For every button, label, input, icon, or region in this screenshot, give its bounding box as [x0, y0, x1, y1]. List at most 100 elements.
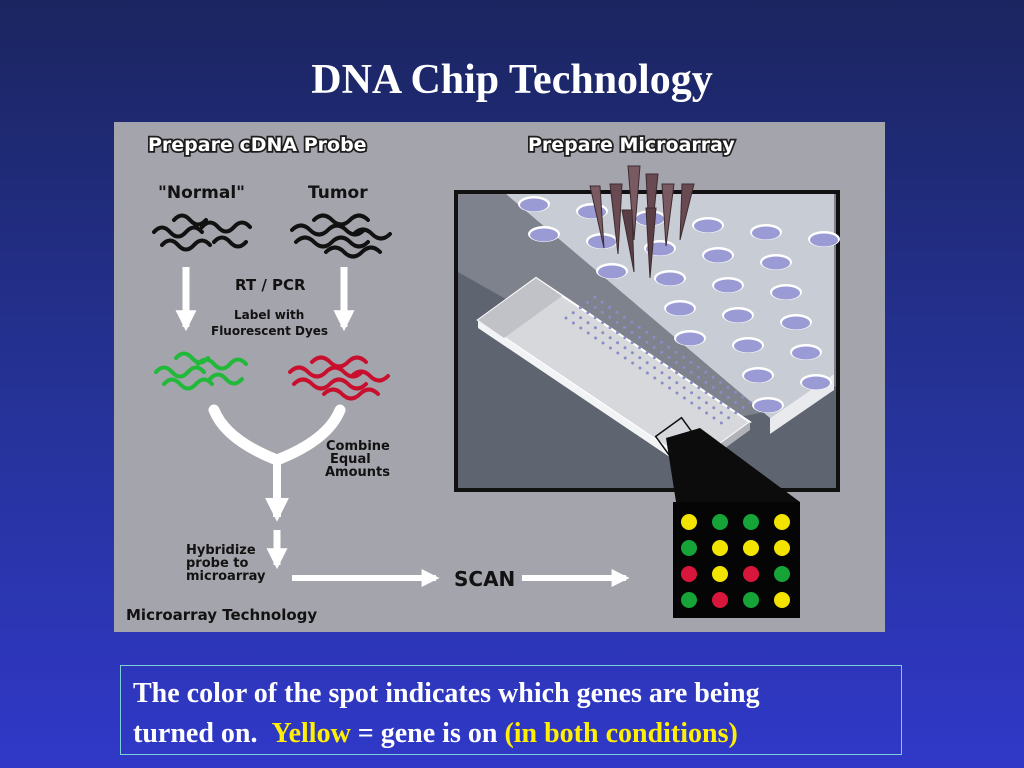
slide-spot — [689, 381, 693, 385]
well-liquid — [694, 219, 722, 233]
spot-yellow — [681, 514, 697, 530]
well-liquid — [714, 279, 742, 293]
slide-spot — [593, 305, 597, 309]
slide-spot — [630, 351, 634, 355]
slide-spots — [564, 295, 752, 425]
slide-spot — [608, 346, 612, 350]
slide-spot — [712, 406, 716, 410]
slide-spot — [579, 326, 583, 330]
slide-spot — [689, 360, 693, 364]
label-rt-pcr: RT / PCR — [235, 276, 306, 294]
spotting-pins — [589, 165, 695, 279]
well-liquid — [754, 399, 782, 413]
slide-spot — [600, 300, 604, 304]
wells — [518, 196, 840, 413]
well-liquid — [762, 256, 790, 270]
label-hybridize-line2: probe to — [186, 556, 249, 571]
green-labeled-probe — [154, 351, 248, 391]
caption-turned-on: turned on. — [133, 718, 258, 749]
well-liquid — [598, 265, 626, 279]
slide-spot — [711, 375, 715, 379]
slide-spot — [748, 400, 752, 404]
slide-spot — [726, 395, 730, 399]
figure-footer: Microarray Technology — [126, 606, 317, 624]
slide-spot — [667, 376, 671, 380]
slide-spot — [616, 341, 620, 345]
well-liquid — [734, 339, 762, 353]
slide-spot — [659, 340, 663, 344]
slide-spot — [712, 416, 716, 420]
slide-spot — [608, 336, 612, 340]
slide-spot — [608, 326, 612, 330]
slide-spot — [697, 396, 701, 400]
spot-yellow — [774, 592, 790, 608]
slide-spot — [630, 320, 634, 324]
slide-spot — [571, 321, 575, 325]
slide-spot — [630, 330, 634, 334]
well-liquid — [656, 272, 684, 286]
spot-yellow — [774, 540, 790, 556]
spot-green — [681, 592, 697, 608]
well-liquid — [530, 228, 558, 242]
well-liquid — [802, 376, 830, 390]
caption-gene-on: = gene is on — [357, 718, 498, 749]
spot-green — [774, 566, 790, 582]
slide-spot — [741, 395, 745, 399]
slide-spot — [652, 345, 656, 349]
slide-spot — [615, 331, 619, 335]
slide-spot — [704, 391, 708, 395]
slide-spot — [645, 351, 649, 355]
slide-spot — [704, 401, 708, 405]
well-liquid — [588, 235, 616, 249]
slide-spot — [675, 391, 679, 395]
slide-spot — [653, 366, 657, 370]
tumor-mrna-squiggles — [290, 213, 392, 259]
slide-spot — [667, 355, 671, 359]
caption-box: The color of the spot indicates which ge… — [120, 665, 902, 755]
label-combine-line3: Amounts — [325, 465, 390, 480]
slide-spot — [668, 386, 672, 390]
normal-mrna-squiggles — [152, 213, 252, 252]
well-liquid — [782, 316, 810, 330]
slide-spot — [682, 365, 686, 369]
slide-spot — [638, 356, 642, 360]
slide-spot — [637, 325, 641, 329]
caption-yellow: Yellow — [271, 718, 351, 749]
caption-both-conditions: (in both conditions) — [504, 718, 738, 749]
slide-spot — [652, 335, 656, 339]
slide-spot — [623, 356, 627, 360]
slide-spot — [734, 411, 738, 415]
spot-red — [712, 592, 728, 608]
label-dye-line1: Label with — [234, 308, 304, 322]
slide-spot — [571, 311, 575, 315]
slide-spot — [711, 385, 715, 389]
well-liquid — [744, 369, 772, 383]
spot-yellow — [712, 566, 728, 582]
slide-spot — [601, 321, 605, 325]
slide-spot — [682, 386, 686, 390]
spot-green — [712, 514, 728, 530]
slide-spot — [719, 421, 723, 425]
slide-spot — [608, 315, 612, 319]
spot-red — [681, 566, 697, 582]
spot-green — [743, 514, 759, 530]
caption-line1: The color of the spot indicates which ge… — [133, 678, 760, 709]
well-liquid — [752, 226, 780, 240]
spot-green — [681, 540, 697, 556]
scan-result-spot-grid — [673, 502, 800, 618]
well-liquid — [666, 302, 694, 316]
slide-spot — [675, 371, 679, 375]
slide-spot — [594, 336, 598, 340]
slide-spot — [653, 376, 657, 380]
slide-spot — [704, 380, 708, 384]
label-dye-line2: Fluorescent Dyes — [211, 324, 328, 338]
slide-spot — [697, 375, 701, 379]
slide-spot — [616, 351, 620, 355]
slide-spot — [697, 406, 701, 410]
spot-yellow — [743, 540, 759, 556]
label-combine-line1: Combine — [326, 439, 390, 454]
slide-spot — [697, 386, 701, 390]
slide-spot — [675, 381, 679, 385]
slide-spot — [638, 366, 642, 370]
slide-spot — [660, 361, 664, 365]
